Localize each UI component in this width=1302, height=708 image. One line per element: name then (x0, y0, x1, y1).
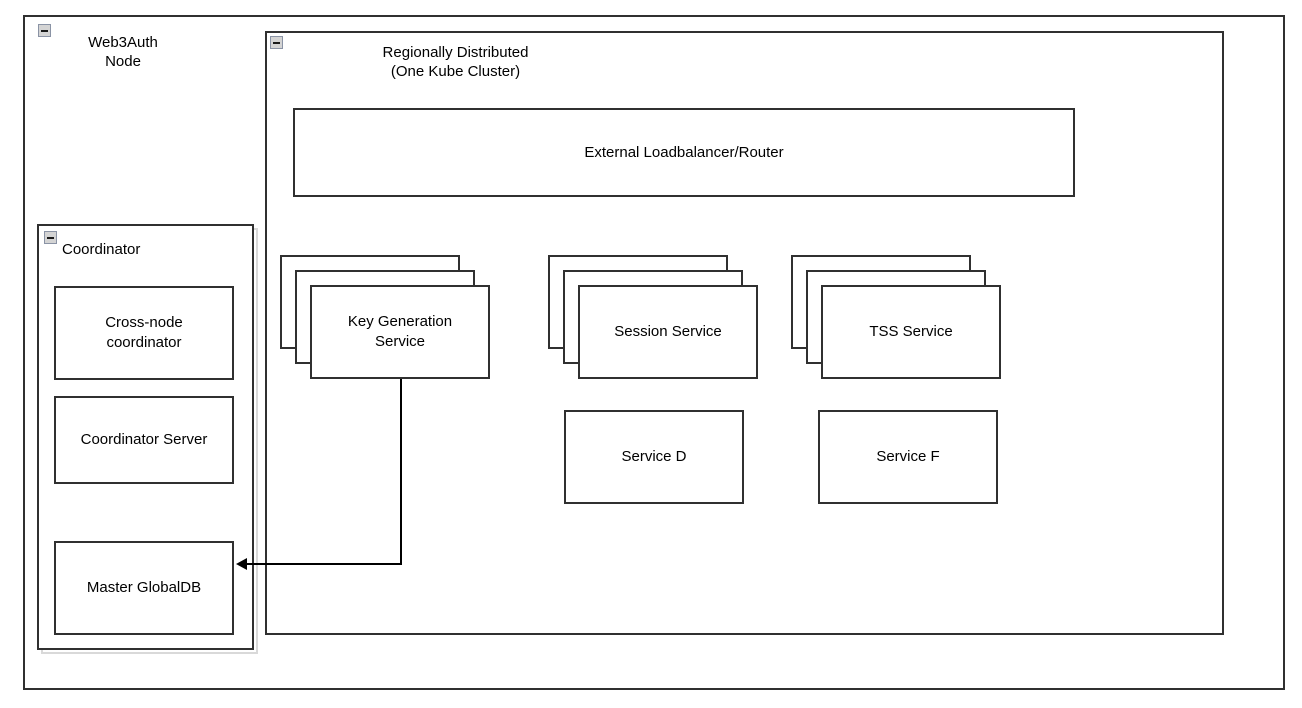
tss-service-stack[interactable]: TSS Service (791, 255, 1001, 379)
connector-keygen-to-globaldb-horizontal (247, 563, 402, 565)
service-d-box[interactable]: Service D (564, 410, 744, 504)
collapse-minus-icon-coordinator[interactable] (44, 231, 57, 244)
session-service-box[interactable]: Session Service (578, 285, 758, 379)
coordinator-server-box[interactable]: Coordinator Server (54, 396, 234, 484)
collapse-minus-icon-regional-cluster[interactable] (270, 36, 283, 49)
key-generation-service-label: Key Generation Service (347, 313, 453, 350)
minus-bar (41, 29, 48, 32)
cross-node-coordinator-label: Cross-node coordinator (105, 314, 183, 351)
minus-bar (47, 236, 54, 239)
connector-keygen-to-globaldb-vertical (400, 379, 402, 565)
tss-service-label: TSS Service (869, 323, 953, 340)
key-generation-service-box[interactable]: Key Generation Service (310, 285, 490, 379)
master-globaldb-box[interactable]: Master GlobalDB (54, 541, 234, 635)
service-f-label: Service F (876, 448, 940, 465)
coordinator-group-label: Coordinator (62, 241, 141, 258)
service-d-label: Service D (621, 448, 687, 465)
connector-arrowhead-icon (236, 558, 247, 570)
key-generation-service-stack[interactable]: Key Generation Service (280, 255, 490, 379)
session-service-stack[interactable]: Session Service (548, 255, 758, 379)
external-loadbalancer-router-box[interactable]: External Loadbalancer/Router (293, 108, 1075, 197)
minus-bar (273, 41, 280, 44)
tss-service-box[interactable]: TSS Service (821, 285, 1001, 379)
master-globaldb-label: Master GlobalDB (86, 579, 202, 596)
collapse-minus-icon-web3auth-node[interactable] (38, 24, 51, 37)
regional-cluster-label: Regionally Distributed (One Kube Cluster… (382, 44, 529, 80)
cross-node-coordinator-box[interactable]: Cross-node coordinator (54, 286, 234, 380)
web3auth-node-label: Web3Auth Node (88, 34, 158, 70)
coordinator-server-label: Coordinator Server (80, 431, 208, 448)
session-service-label: Session Service (614, 323, 722, 340)
service-f-box[interactable]: Service F (818, 410, 998, 504)
external-loadbalancer-router-label: External Loadbalancer/Router (584, 143, 784, 161)
